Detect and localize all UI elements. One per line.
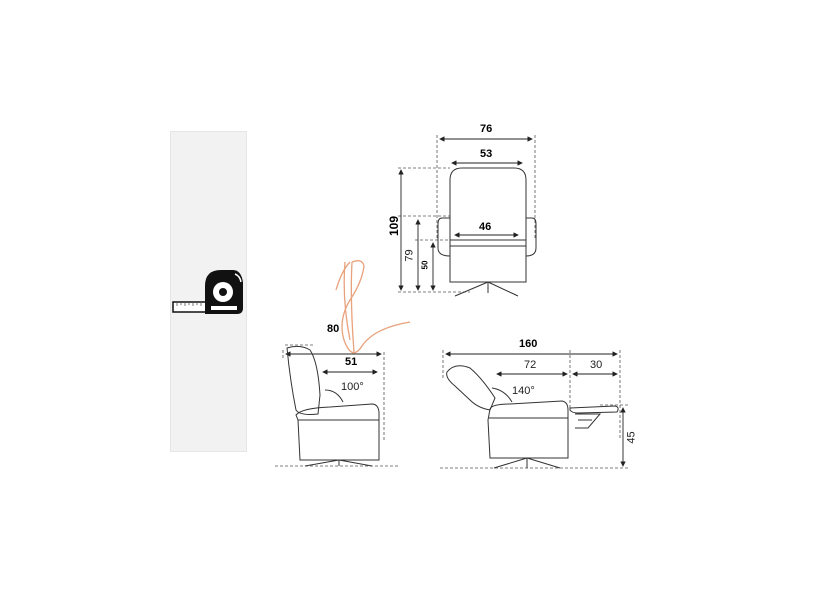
side-recline-angle-label: 100° [341,381,364,393]
front-total-width-label: 76 [480,123,493,135]
front-total-height-label: 109 [387,215,402,237]
side-seat-depth-label: 51 [345,356,358,368]
reclined-angle-label: 140° [512,385,535,397]
tape-measure-icon[interactable] [171,268,247,318]
front-armrest-height-label: 79 [403,249,416,262]
reclined-footrest-height-label: 45 [625,431,638,444]
reclined-seat-length-label: 72 [524,359,537,371]
front-backrest-width-label: 53 [480,148,493,160]
reclined-total-length-label: 160 [519,338,538,350]
side-depth-label: 80 [327,323,340,335]
annotation-scribble [335,260,411,354]
reclined-footrest-length-label: 30 [590,359,603,371]
front-seat-width-label: 46 [479,221,492,233]
front-seat-height-label: 50 [420,260,430,270]
